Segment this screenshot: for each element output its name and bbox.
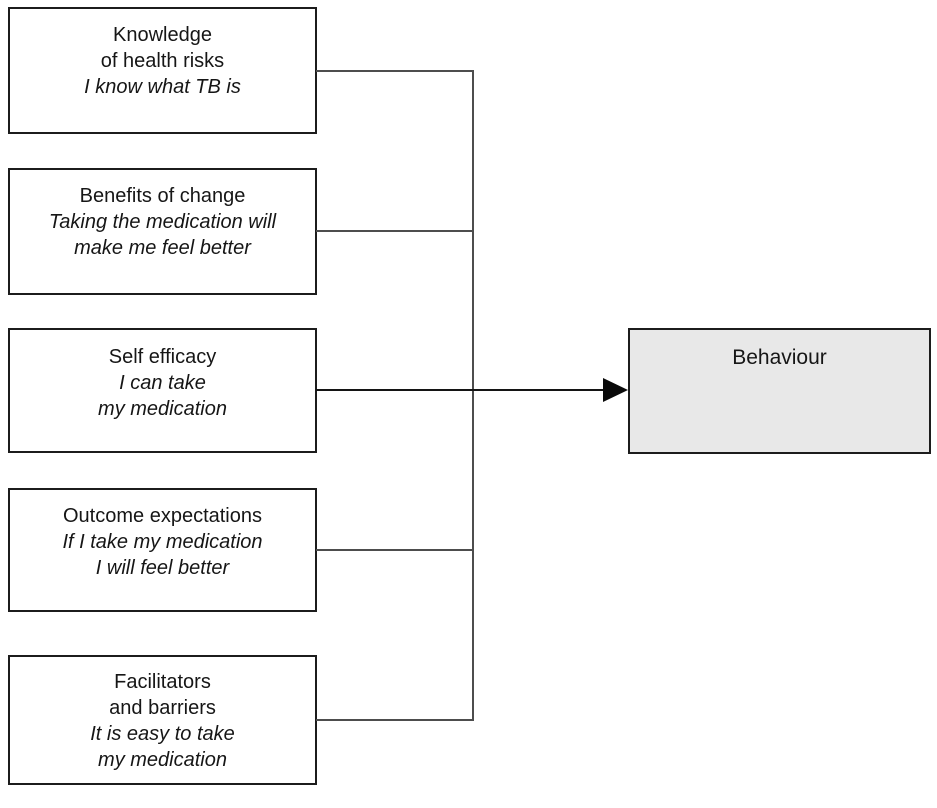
- concept-title: Knowledge of health risks: [100, 24, 225, 72]
- concept-box-facilitators-and-barriers: Facilitators and barriers It is easy to …: [8, 655, 317, 785]
- connector-line-facilitators: [316, 719, 474, 721]
- concept-example: Taking the medication will make me feel …: [48, 211, 277, 259]
- connector-line-outcome: [316, 549, 474, 551]
- concept-example: It is easy to take my medication: [90, 723, 235, 771]
- arrow-shaft: [316, 389, 606, 391]
- behaviour-label: Behaviour: [732, 346, 827, 369]
- concept-title: Outcome expectations: [63, 505, 262, 527]
- connector-line-knowledge: [316, 70, 474, 72]
- concept-box-outcome-expectations: Outcome expectations If I take my medica…: [8, 488, 317, 612]
- concept-box-benefits-of-change: Benefits of change Taking the medication…: [8, 168, 317, 295]
- concept-example: If I take my medication I will feel bett…: [62, 531, 263, 579]
- concept-example: I know what TB is: [84, 76, 241, 98]
- concept-box-knowledge: Knowledge of health risks I know what TB…: [8, 7, 317, 134]
- connector-vertical-spine: [472, 70, 474, 721]
- concept-title: Benefits of change: [79, 185, 246, 207]
- arrow-head-icon: [603, 378, 628, 402]
- concept-title: Self efficacy: [108, 346, 217, 368]
- concept-title: Facilitators and barriers: [109, 671, 216, 719]
- concept-example: I can take my medication: [98, 372, 227, 420]
- connector-line-benefits: [316, 230, 474, 232]
- concept-box-self-efficacy: Self efficacy I can take my medication: [8, 328, 317, 453]
- behaviour-box: Behaviour: [628, 328, 931, 454]
